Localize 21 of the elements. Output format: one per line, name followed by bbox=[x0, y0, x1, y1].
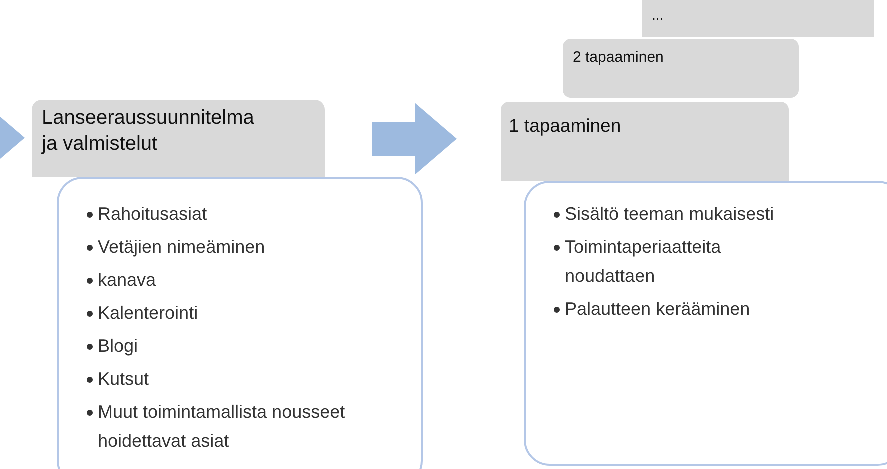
stage-box bbox=[499, 100, 791, 181]
stage-title: ... bbox=[652, 6, 665, 24]
bullet-list-card bbox=[57, 177, 423, 469]
bullet-item: Sisältö teeman mukaisesti bbox=[565, 203, 776, 226]
stage-box bbox=[640, 0, 876, 37]
bullet-item: Muut toimintamallista nousseet hoidettavat asiat bbox=[98, 401, 346, 453]
stage-title: Lanseeraussuunnitelma ja valmistelut bbox=[42, 106, 256, 157]
bullet-list-card bbox=[524, 181, 887, 466]
bullet-item: Kutsut bbox=[98, 368, 150, 391]
bullet-item: Kalenterointi bbox=[98, 302, 200, 325]
stage-title: 1 tapaaminen bbox=[509, 114, 622, 138]
bullet-item: Blogi bbox=[98, 335, 140, 358]
bullet-item: Vetäjien nimeäminen bbox=[98, 236, 266, 259]
stage-title: 2 tapaaminen bbox=[573, 48, 665, 68]
bullet-item: kanava bbox=[98, 269, 158, 292]
block-arrow bbox=[372, 103, 457, 175]
stage-box bbox=[32, 100, 325, 177]
bullet-item: Toimintaperiaatteita noudattaen bbox=[565, 236, 722, 288]
bullet-item: Palautteen kerääminen bbox=[565, 298, 752, 321]
stage-box bbox=[561, 37, 801, 100]
bullet-item: Rahoitusasiat bbox=[98, 203, 208, 226]
